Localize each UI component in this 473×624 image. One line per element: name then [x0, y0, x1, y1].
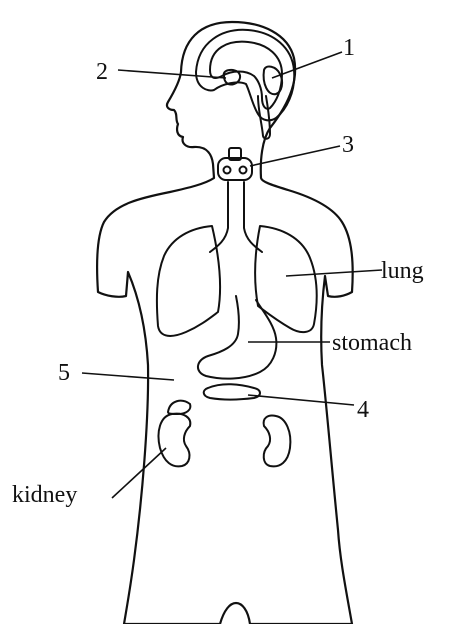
leader-thyroid	[250, 146, 340, 166]
leader-pituitary	[272, 52, 342, 78]
thyroid-lobe-right	[240, 167, 247, 174]
label-thyroid-number: 3	[342, 132, 354, 158]
leader-lung	[286, 270, 382, 276]
pancreas	[204, 384, 260, 399]
label-kidney: kidney	[12, 482, 77, 508]
label-pituitary-number: 1	[343, 35, 355, 61]
right-kidney	[264, 415, 291, 466]
adrenal-gland	[168, 401, 190, 414]
trachea	[210, 182, 262, 252]
label-adrenal-number: 5	[58, 360, 70, 386]
label-hypothalamus-number: 2	[96, 59, 108, 85]
leader-adrenal	[82, 373, 174, 380]
left-lung	[157, 226, 220, 336]
label-pancreas-number: 4	[357, 397, 369, 423]
thyroid-lobe-left	[224, 167, 231, 174]
leader-kidney	[112, 448, 166, 498]
label-lung: lung	[381, 258, 424, 284]
right-lung	[255, 226, 316, 332]
cerebrum-inner	[210, 42, 282, 109]
label-stomach: stomach	[332, 330, 412, 356]
stomach	[198, 296, 276, 379]
leader-pancreas	[248, 395, 354, 405]
left-kidney	[159, 414, 191, 467]
